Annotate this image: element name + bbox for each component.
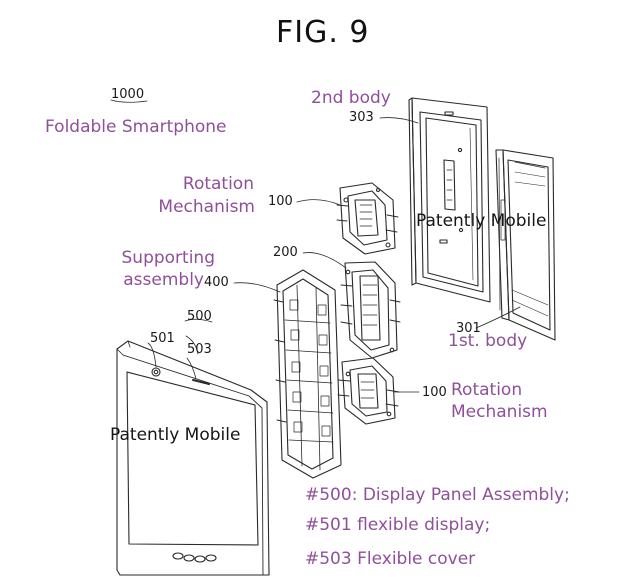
label-first-body: 1st. body [448, 331, 528, 351]
ref-501: 501 [150, 331, 175, 346]
label-supporting-assembly-line2: assembly [123, 270, 204, 290]
ref-200: 200 [273, 245, 298, 260]
ref-400: 400 [204, 275, 229, 290]
supporting-assembly-400-part [273, 269, 342, 479]
legend-line-501: #501 flexible display; [305, 515, 491, 535]
ref-1000: 1000 [111, 87, 145, 102]
second-body-part [408, 97, 491, 303]
display-panel-part [116, 340, 270, 576]
label-foldable-smartphone: Foldable Smartphone [45, 117, 227, 137]
label-rotation-mechanism-bottom-line2: Mechanism [451, 402, 548, 422]
rotation-mechanism-top-part [336, 182, 399, 255]
label-rotation-mechanism-top-line1: Rotation [182, 174, 254, 194]
legend-line-500: #500: Display Panel Assembly; [305, 485, 570, 505]
label-supporting-assembly-line1: Supporting [121, 248, 216, 268]
label-rotation-mechanism-top-line2: Mechanism [158, 197, 255, 217]
legend-line-503: #503 Flexible cover [305, 549, 476, 569]
watermark-top: Patently Mobile [416, 211, 547, 231]
ref-100-bottom: 100 [422, 385, 447, 400]
ref-503: 503 [187, 342, 212, 357]
ref-500: 500 [187, 309, 212, 324]
leader-lines [110, 99, 521, 393]
label-second-body: 2nd body [311, 88, 391, 108]
figure-title: FIG. 9 [276, 15, 370, 50]
first-body-part [495, 149, 556, 341]
ref-303: 303 [349, 110, 374, 125]
label-rotation-mechanism-bottom-line1: Rotation [451, 380, 523, 400]
ref-100-top: 100 [268, 194, 293, 209]
ref-301: 301 [456, 321, 481, 336]
supporting-assembly-200-part [340, 261, 401, 359]
watermark-bottom: Patently Mobile [110, 425, 241, 445]
rotation-mechanism-bottom-part [337, 357, 400, 425]
